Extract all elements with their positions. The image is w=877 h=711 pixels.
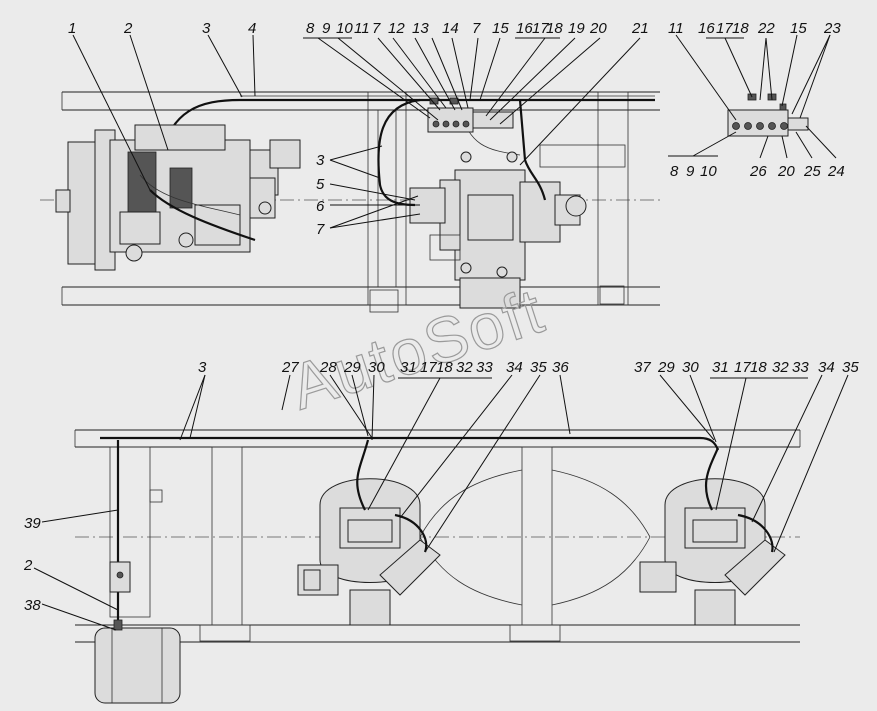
junction-block-top (427, 97, 514, 133)
inset-label-10: 10 (700, 163, 717, 180)
label-3-bottom: 3 (198, 359, 207, 376)
inset-label-18: 18 (732, 20, 749, 37)
air-receiver-tank (94, 619, 181, 704)
label-2-bottom: 2 (23, 557, 33, 574)
label-32-right: 32 (772, 359, 789, 376)
label-37: 37 (634, 359, 651, 376)
label-33-right: 33 (792, 359, 809, 376)
label-3: 3 (202, 20, 211, 37)
inset-label-20: 20 (777, 163, 795, 180)
label-34-right: 34 (818, 359, 835, 376)
label-32: 32 (456, 359, 473, 376)
rear-axle-left (297, 439, 441, 626)
inset-label-25: 25 (803, 163, 821, 180)
transmission-assembly (55, 124, 301, 271)
label-3-mid: 3 (316, 152, 325, 169)
label-31: 31 (400, 359, 417, 376)
label-12: 12 (388, 20, 405, 37)
label-35: 35 (530, 359, 547, 376)
label-29-right: 29 (657, 359, 675, 376)
label-38: 38 (24, 597, 41, 614)
label-8: 8 (306, 20, 315, 37)
label-11: 11 (354, 20, 370, 37)
label-28: 28 (319, 359, 337, 376)
transfer-box-assembly (377, 98, 587, 309)
label-27: 27 (281, 359, 299, 376)
label-7-mid: 7 (316, 221, 325, 238)
label-7: 7 (372, 20, 381, 37)
label-15: 15 (492, 20, 509, 37)
pipe-bracket (109, 561, 131, 593)
label-19: 19 (568, 20, 585, 37)
label-17-right: 17 (734, 359, 751, 376)
label-39: 39 (24, 515, 41, 532)
inset-label-16: 16 (698, 20, 715, 37)
label-29: 29 (343, 359, 361, 376)
inset-label-9: 9 (686, 163, 695, 180)
label-4: 4 (248, 20, 256, 37)
inset-label-23: 23 (823, 20, 841, 37)
label-10: 10 (336, 20, 353, 37)
label-33: 33 (476, 359, 493, 376)
inset-label-17: 17 (716, 20, 733, 37)
inset-detail-block (727, 93, 809, 137)
label-20: 20 (589, 20, 607, 37)
label-18: 18 (546, 20, 563, 37)
inset-label-22: 22 (757, 20, 775, 37)
label-35-right: 35 (842, 359, 859, 376)
label-30-right: 30 (682, 359, 699, 376)
label-34: 34 (506, 359, 523, 376)
rear-axle-right (639, 447, 786, 626)
label-13: 13 (412, 20, 429, 37)
inset-label-11: 11 (668, 20, 684, 37)
leader-lines (33, 34, 849, 631)
label-21: 21 (631, 20, 649, 37)
label-17: 17 (532, 20, 549, 37)
label-14: 14 (442, 20, 459, 37)
label-30: 30 (368, 359, 385, 376)
inset-label-24: 24 (827, 163, 845, 180)
label-6: 6 (316, 198, 325, 215)
label-2: 2 (123, 20, 133, 37)
label-9: 9 (322, 20, 331, 37)
label-18-right: 18 (750, 359, 767, 376)
label-1: 1 (68, 20, 76, 37)
inset-label-26: 26 (749, 163, 767, 180)
inset-label-8: 8 (670, 163, 679, 180)
label-16: 16 (516, 20, 533, 37)
bottom-frame-rails (74, 429, 801, 643)
callout-labels: 1 2 3 4 8 9 10 11 7 12 13 14 7 15 16 17 … (23, 20, 859, 614)
label-31-right: 31 (712, 359, 729, 376)
bottom-main-pipe (100, 436, 720, 451)
label-7b: 7 (472, 20, 481, 37)
watermark-text: AutoSoft (282, 274, 553, 423)
label-36: 36 (552, 359, 569, 376)
label-17-bottom: 17 (420, 359, 437, 376)
inset-label-15: 15 (790, 20, 807, 37)
label-5: 5 (316, 176, 325, 193)
label-18-bottom: 18 (436, 359, 453, 376)
